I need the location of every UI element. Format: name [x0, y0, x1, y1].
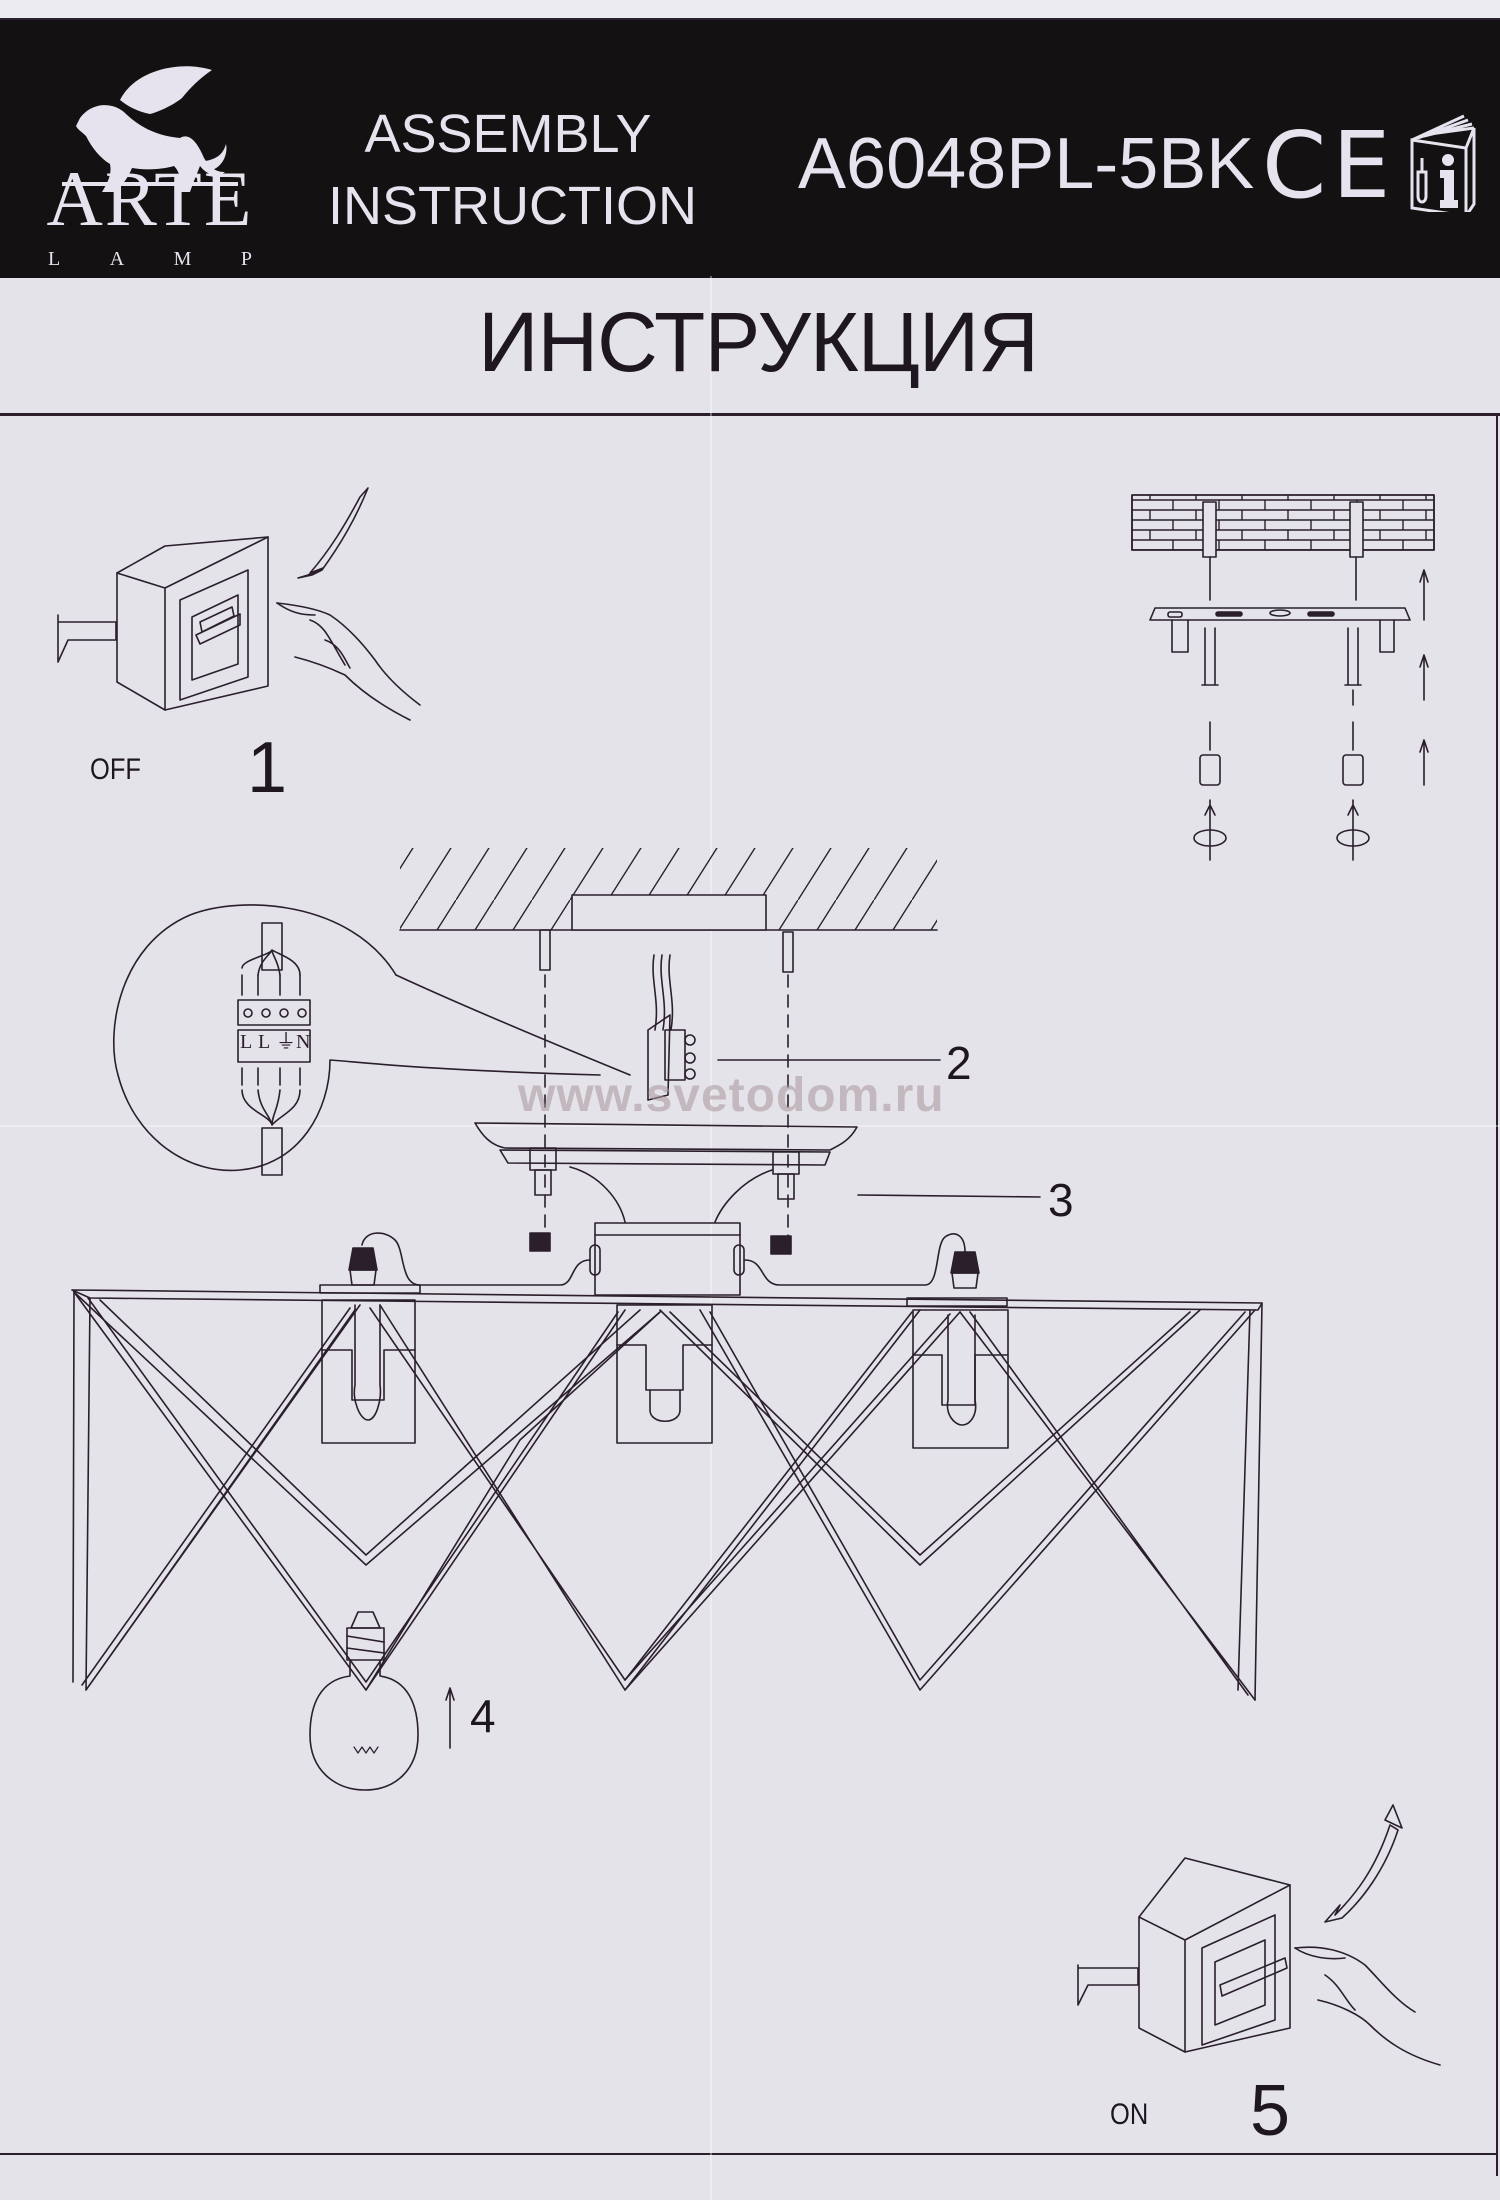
- terminal-block-icon: [647, 954, 941, 1101]
- page-top-edge: [0, 0, 1500, 18]
- paper-fold-vertical: [710, 276, 712, 2200]
- light-switch-off-icon: [57, 487, 421, 721]
- step-5-number: 5: [1250, 2071, 1291, 2151]
- page-title: ИНСТРУКЦИЯ: [478, 295, 1039, 389]
- header-band: ARTE L A M P ASSEMBLY INSTRUCTION A6048P…: [0, 18, 1500, 278]
- wiring-detail-magnifier: [112, 904, 631, 1176]
- brand-name: ARTE: [46, 155, 254, 242]
- ce-mark-icon: CE: [1262, 112, 1397, 219]
- step-1-number: 1: [247, 728, 288, 808]
- terminal-label-earth: ⏚: [276, 1031, 296, 1053]
- cable-right: [744, 1233, 966, 1286]
- light-switch-on-icon: [1077, 1804, 1441, 2066]
- model-code: A6048PL-5BK: [798, 124, 1255, 204]
- wall-mount-detail: [1131, 494, 1435, 861]
- terminal-label-n: N: [296, 1031, 310, 1053]
- part-4-number: 4: [470, 1690, 496, 1742]
- part-3-number: 3: [1048, 1174, 1074, 1226]
- light-bulb-icon: [309, 1611, 455, 1791]
- step-1-label: OFF: [90, 753, 141, 786]
- step-5-label: ON: [1110, 2098, 1149, 2131]
- title-divider: [0, 413, 1500, 416]
- cable-left: [361, 1232, 591, 1286]
- header-title: ASSEMBLY INSTRUCTION: [328, 104, 697, 236]
- griffin-logo-icon: [62, 66, 238, 192]
- page-border-right: [1496, 416, 1498, 2176]
- canopy-mount-icon: [474, 1122, 1041, 1296]
- terminal-label-l2: L: [258, 1031, 270, 1053]
- page-border-bottom: [0, 2153, 1498, 2155]
- socket-cap-right: [950, 1251, 980, 1274]
- socket-cap-left: [348, 1247, 378, 1271]
- read-instructions-book-icon: [1410, 114, 1476, 212]
- ceiling: [399, 848, 938, 1246]
- watermark: www.svetodom.ru: [518, 1069, 945, 1122]
- terminal-label-l1: L: [240, 1031, 252, 1053]
- brand-subtitle: L A M P: [48, 248, 252, 270]
- part-2-number: 2: [946, 1037, 972, 1089]
- lamp-frame: [71, 1284, 1263, 1701]
